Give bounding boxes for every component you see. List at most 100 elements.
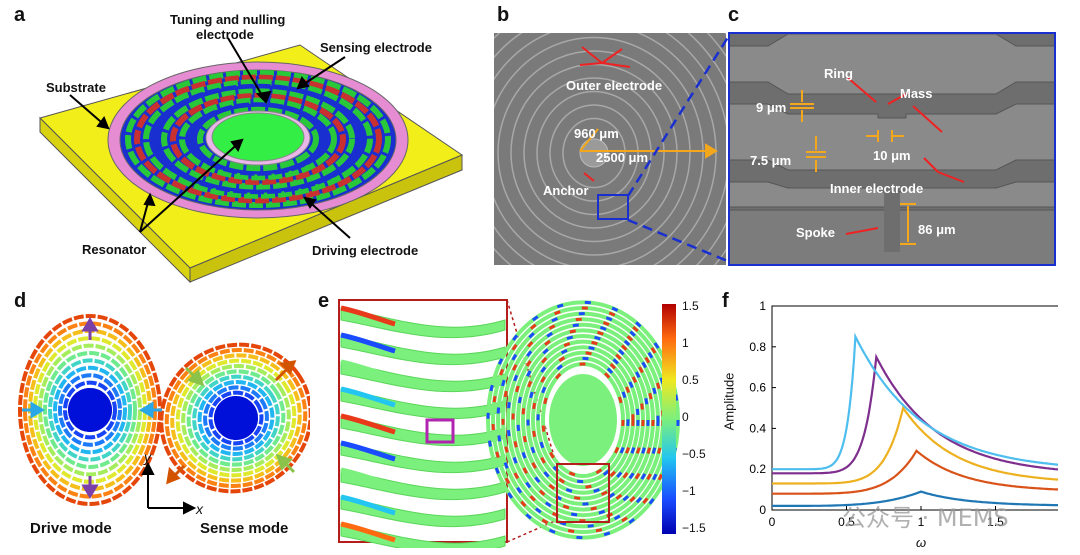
x-tick-label: 1: [918, 515, 925, 529]
resonator-ring: [125, 70, 391, 208]
axis-x-label: x: [196, 501, 203, 517]
inner-electrode-label: Inner electrode: [830, 181, 924, 196]
substrate-label: Substrate: [46, 80, 106, 95]
spoke-label: Spoke: [796, 225, 836, 240]
amplitude-curve-5: [772, 332, 1058, 471]
y-tick-label: 0.4: [749, 421, 766, 435]
y-tick-label: 0.2: [749, 462, 766, 476]
amplitude-curve-4: [772, 353, 1058, 475]
sense-mode-ring: [197, 380, 275, 456]
dim-2500-label: 2500 μm: [596, 150, 649, 165]
panel-b-micrograph: [494, 33, 726, 265]
panel-d-modes: [18, 314, 310, 515]
chart-xlabel: ω: [916, 535, 927, 550]
sense-mode-core: [214, 396, 258, 440]
sem-anchor: [579, 138, 609, 168]
sem-ring: [536, 90, 652, 216]
colorbar-tick-label: 0.5: [682, 373, 699, 387]
field-core: [549, 374, 617, 466]
panel-e-field: [338, 299, 680, 548]
sem-ring: [562, 117, 626, 189]
inset-band-strain: [340, 440, 396, 462]
field-ring-strain: [516, 334, 650, 506]
sense-mode-ring: [208, 390, 264, 446]
sense-mode-ring: [170, 353, 302, 483]
resonator-ring: [161, 88, 355, 190]
x-tick-label: 1.5: [987, 515, 1004, 529]
field-ring-strain: [526, 345, 640, 495]
sense-mode-ring: [203, 385, 269, 451]
panel-f-chart: 00.511.5200.20.40.60.81: [749, 299, 1058, 529]
drive-mode-ring: [58, 373, 122, 447]
dim-9-label: 9 μm: [756, 100, 787, 115]
resonator-ring: [197, 106, 319, 172]
inset-band-strain: [340, 359, 396, 381]
sem-ring: [523, 77, 665, 229]
y-tick-label: 0: [759, 503, 766, 517]
sense-mode-ring: [159, 342, 310, 494]
colorbar-tick-label: 1: [682, 336, 689, 350]
panel-b-letter: b: [497, 4, 510, 26]
inset-band-strain: [340, 413, 396, 435]
sense-mode-label: Sense mode: [200, 520, 289, 537]
drive-mode-ring: [63, 380, 117, 440]
inset-band-strain: [340, 332, 396, 354]
resonator-ring: [188, 102, 328, 176]
inset-band-strain: [340, 494, 396, 516]
chart-ylabel: Amplitude: [721, 372, 737, 431]
inset-band: [340, 307, 506, 339]
panel-a-illustration: [39, 37, 464, 284]
sense-mode-ring: [186, 369, 286, 467]
dim-86-label: 86 μm: [918, 222, 956, 237]
field-ring-strain: [511, 328, 655, 512]
inset-band-strain: [340, 386, 396, 408]
sense-mode-ring: [181, 363, 291, 473]
y-tick-label: 1: [759, 299, 766, 313]
dim-7-5-label: 7.5 μm: [750, 153, 792, 168]
colorbar-tick-label: −1.5: [682, 521, 706, 535]
anchor-label: Anchor: [543, 183, 589, 198]
y-tick-label: 0.6: [749, 381, 766, 395]
sem-ring: [494, 36, 704, 265]
watermark: 公众号 · MEMS: [842, 504, 1009, 532]
inset-band: [340, 469, 506, 501]
y-tick-label: 0.8: [749, 340, 766, 354]
sem-ring: [497, 50, 691, 256]
outer-electrode-label: Outer electrode: [566, 78, 663, 93]
drive-mode-label: Drive mode: [30, 520, 112, 537]
colorbar-tick-label: −0.5: [682, 447, 706, 461]
tuning-electrode-label: Tuning and nulling: [170, 12, 286, 27]
amplitude-curve-2: [772, 449, 1058, 495]
amplitude-curve-1: [772, 490, 1058, 507]
field-ring-strain: [521, 340, 645, 500]
field-ring-strain: [536, 356, 630, 484]
inset-band: [340, 523, 506, 548]
axis-y-label: y: [144, 449, 151, 465]
sense-mode-ring: [192, 374, 280, 462]
zoom-lines: [626, 33, 732, 264]
resonator-ring: [179, 97, 337, 181]
resonator-ring: [134, 74, 382, 204]
field-ring-strain: [506, 323, 660, 517]
sem-ring: [494, 33, 717, 265]
ring-label: Ring: [824, 66, 853, 81]
drive-mode-ring: [53, 365, 127, 455]
driving-electrode-label: Driving electrode: [312, 243, 419, 258]
sense-mode-ring: [175, 358, 297, 478]
drive-mode-ring: [43, 351, 137, 469]
sem-ring: [549, 104, 639, 202]
colorbar-tick-label: 1.5: [682, 299, 699, 313]
inset-band-strain: [340, 521, 396, 543]
panel-c-letter: c: [728, 4, 740, 26]
plot-frame: [771, 305, 1058, 511]
drive-mode-ring: [48, 358, 132, 462]
field-ring-strain: [541, 362, 625, 478]
x-tick-label: 0.5: [838, 515, 855, 529]
panel-c-micrograph: [728, 32, 1056, 266]
x-tick-label: 0: [769, 515, 776, 529]
drive-mode-core: [68, 388, 112, 432]
colorbar: [662, 304, 676, 534]
panel-e-letter: e: [318, 290, 330, 312]
field-ring-strain: [486, 300, 680, 540]
sensing-electrode-label: Sensing electrode: [320, 40, 432, 55]
